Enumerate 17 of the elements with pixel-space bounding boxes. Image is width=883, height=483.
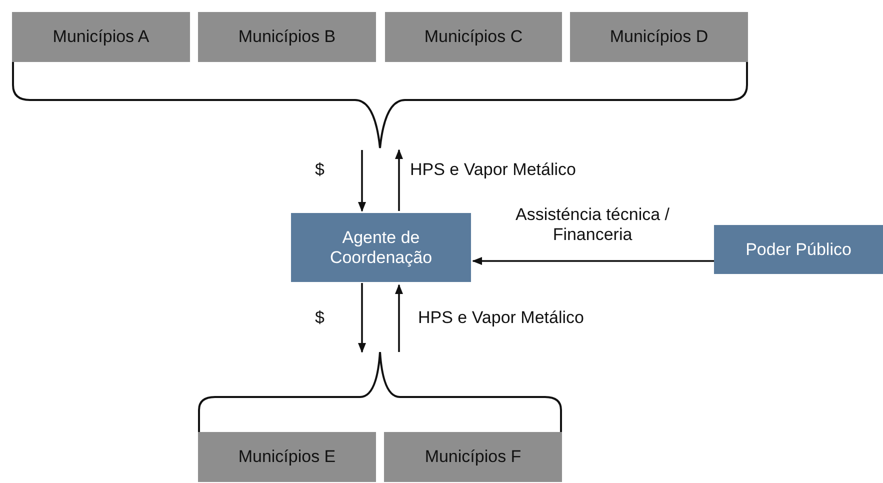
arrow — [395, 284, 403, 352]
edge-label: HPS e Vapor Metálico — [418, 308, 584, 328]
municipality-box: Municípios E — [198, 432, 376, 482]
edge-label: HPS e Vapor Metálico — [410, 160, 576, 180]
curly-brace — [12, 62, 748, 150]
arrow — [358, 150, 366, 212]
municipality-box: Municípios C — [385, 12, 562, 62]
municipality-box: Municípios B — [198, 12, 376, 62]
municipality-box: Municípios F — [384, 432, 562, 482]
arrow — [395, 149, 403, 211]
municipality-box: Municípios A — [12, 12, 190, 62]
arrow — [472, 257, 714, 265]
actor-box: Agente de Coordenação — [291, 213, 471, 282]
curly-brace — [198, 352, 562, 432]
municipality-box: Municípios D — [570, 12, 748, 62]
arrow — [358, 283, 366, 353]
actor-box: Poder Público — [714, 225, 883, 274]
